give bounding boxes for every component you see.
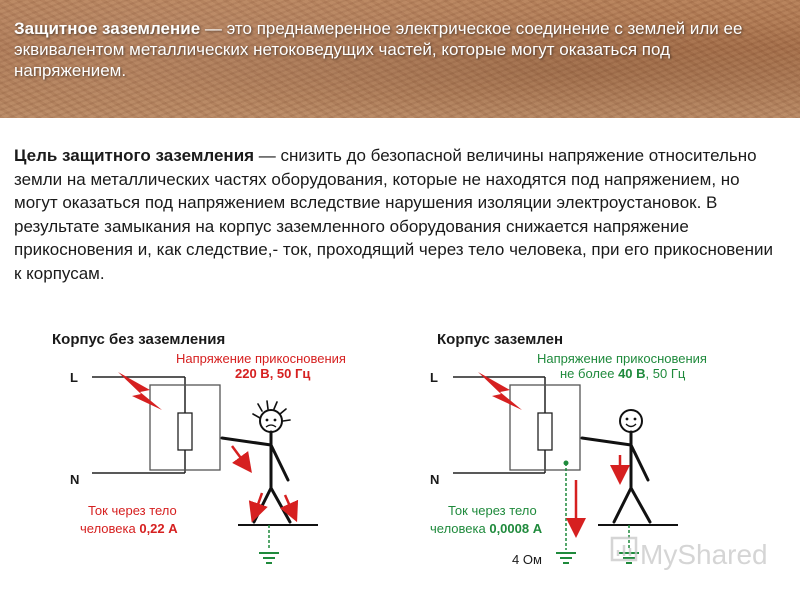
watermark-text: MyShared (640, 539, 768, 570)
right-voltage-value: не более 40 В, 50 Гц (560, 366, 686, 381)
right-diagram: Корпус заземлен L N (430, 331, 707, 567)
right-housing-ground-icon (556, 552, 576, 564)
definition-text: Защитное заземление — это преднамеренное… (14, 18, 784, 81)
left-lightning-icon (118, 372, 162, 410)
right-voltage-label: Напряжение прикосновения (537, 351, 707, 366)
right-title: Корпус заземлен (437, 331, 563, 348)
left-housing (149, 384, 221, 471)
watermark: MyShared (610, 536, 768, 570)
left-label-l: L (70, 370, 78, 385)
purpose-paragraph: Цель защитного заземления — снизить до б… (14, 144, 784, 285)
left-ground-icon (259, 552, 279, 564)
purpose-term: Цель защитного заземления (14, 146, 255, 165)
definition-body: — это преднамеренное электрическое соеди… (14, 19, 743, 80)
left-person-icon (220, 400, 292, 524)
right-current-label-1: Ток через тело (448, 503, 537, 518)
left-current-label-2: человека 0,22 А (80, 521, 178, 536)
grounding-diagram: Корпус без заземления L N (52, 331, 768, 570)
right-current-label-2: человека 0,0008 А (430, 521, 543, 536)
left-diagram: Корпус без заземления L N (52, 331, 346, 564)
left-voltage-value: 220 В, 50 Гц (235, 366, 310, 381)
definition-term: Защитное заземление (14, 19, 201, 38)
right-housing (509, 384, 581, 471)
right-label-l: L (430, 370, 438, 385)
right-resistor (537, 412, 553, 451)
left-current-arrow (230, 445, 252, 474)
resistance-label: 4 Ом (512, 552, 542, 567)
right-lightning-icon (478, 372, 522, 410)
purpose-body: — снизить до безопасной величины напряже… (14, 146, 773, 283)
left-resistor (177, 412, 193, 451)
left-current-label-1: Ток через тело (88, 503, 177, 518)
chart-logo-icon (610, 536, 638, 562)
left-label-n: N (70, 472, 79, 487)
right-label-n: N (430, 472, 439, 487)
left-title: Корпус без заземления (52, 331, 225, 348)
header-banner: Защитное заземление — это преднамеренное… (0, 0, 800, 118)
left-voltage-label: Напряжение прикосновения (176, 351, 346, 366)
right-person-icon (580, 409, 652, 524)
